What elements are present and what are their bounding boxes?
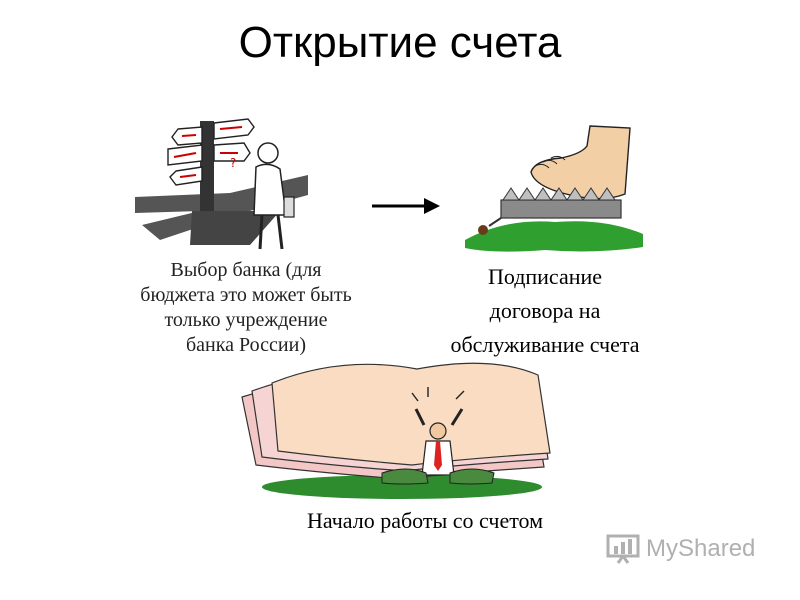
caption-line: только учреждение [164,309,328,331]
caption-line: Выбор банка (для [170,259,322,281]
myshared-logo-icon [606,534,640,564]
step3-caption: Начало работы со счетом [306,508,544,533]
caption-line: обслуживание счета [450,332,640,357]
signpost-man-icon: ? [135,118,308,250]
caption-line: банка России) [186,334,306,356]
step2-caption: Подписание договора на обслуживание счет… [420,260,670,362]
right-arrow-icon [372,198,440,214]
step1-caption: Выбор банка (для бюджета это может быть … [118,258,374,358]
caption-line: бюджета это может быть [140,284,352,306]
bear-trap-foot-icon [465,125,643,252]
svg-text:?: ? [230,156,236,170]
caption-line: договора на [489,298,601,323]
paper-stack-man-icon [241,362,551,499]
caption-line: Подписание [487,264,603,289]
myshared-watermark: MyShared [606,534,755,564]
slide-title: Открытие счета [238,18,562,67]
watermark-text: MyShared [646,535,756,562]
